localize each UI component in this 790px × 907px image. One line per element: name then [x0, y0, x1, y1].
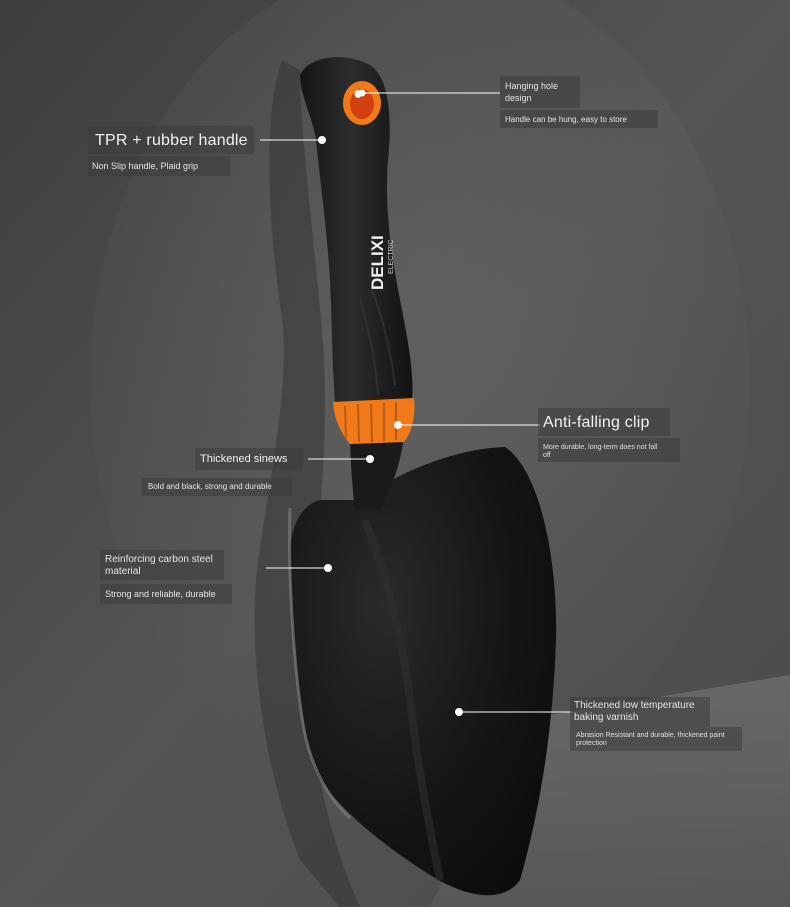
callout-box-varnish — [570, 697, 710, 727]
sinews-desc: Bold and black, strong and durable — [148, 482, 272, 491]
callout-box-clip-desc — [538, 438, 680, 462]
brand-sub: ELECTRIC — [388, 239, 395, 274]
clip-desc-1: More durable, long-term does not fall — [543, 444, 658, 451]
trowel-blade — [289, 447, 557, 896]
callout-box-clip — [538, 408, 670, 436]
callout-box-hanging-hole-desc — [500, 110, 658, 128]
anti-falling-clip — [333, 398, 415, 444]
handle-desc: Non Slip handle, Plaid grip — [92, 161, 199, 171]
trowel-neck — [350, 430, 405, 510]
callout-box-hanging-hole — [500, 76, 580, 108]
callout-box-steel — [100, 550, 224, 580]
callout-box-steel-desc — [100, 584, 232, 604]
callout-box-sinews-desc — [142, 478, 292, 496]
handle-title: TPR + rubber handle — [95, 132, 248, 149]
steel-title-2: material — [105, 566, 141, 577]
brand-logo: DELIXI — [368, 235, 387, 290]
varnish-desc-2: protection — [576, 740, 607, 747]
clip-title: Anti-falling clip — [543, 414, 650, 431]
sinews-title: Thickened sinews — [200, 453, 288, 465]
callout-box-handle — [88, 126, 254, 154]
callout-box-handle-desc — [88, 156, 230, 176]
hanging-hole-title-1: Hanging hole — [505, 81, 559, 91]
clip-desc-2: off — [543, 452, 551, 459]
hanging-hole-title-2: design — [505, 93, 532, 103]
steel-title-1: Reinforcing carbon steel — [105, 554, 213, 565]
callout-box-varnish-desc — [570, 727, 742, 751]
varnish-title-1: Thickened low temperature — [574, 700, 695, 711]
varnish-desc-1: Abrasion Resistant and durable, thickene… — [576, 732, 725, 739]
steel-desc: Strong and reliable, durable — [105, 589, 216, 599]
varnish-title-2: baking varnish — [574, 712, 639, 723]
callout-box-sinews — [195, 448, 303, 470]
trowel-handle — [300, 57, 413, 403]
hanging-hole-desc: Handle can be hung, easy to store — [505, 115, 627, 124]
